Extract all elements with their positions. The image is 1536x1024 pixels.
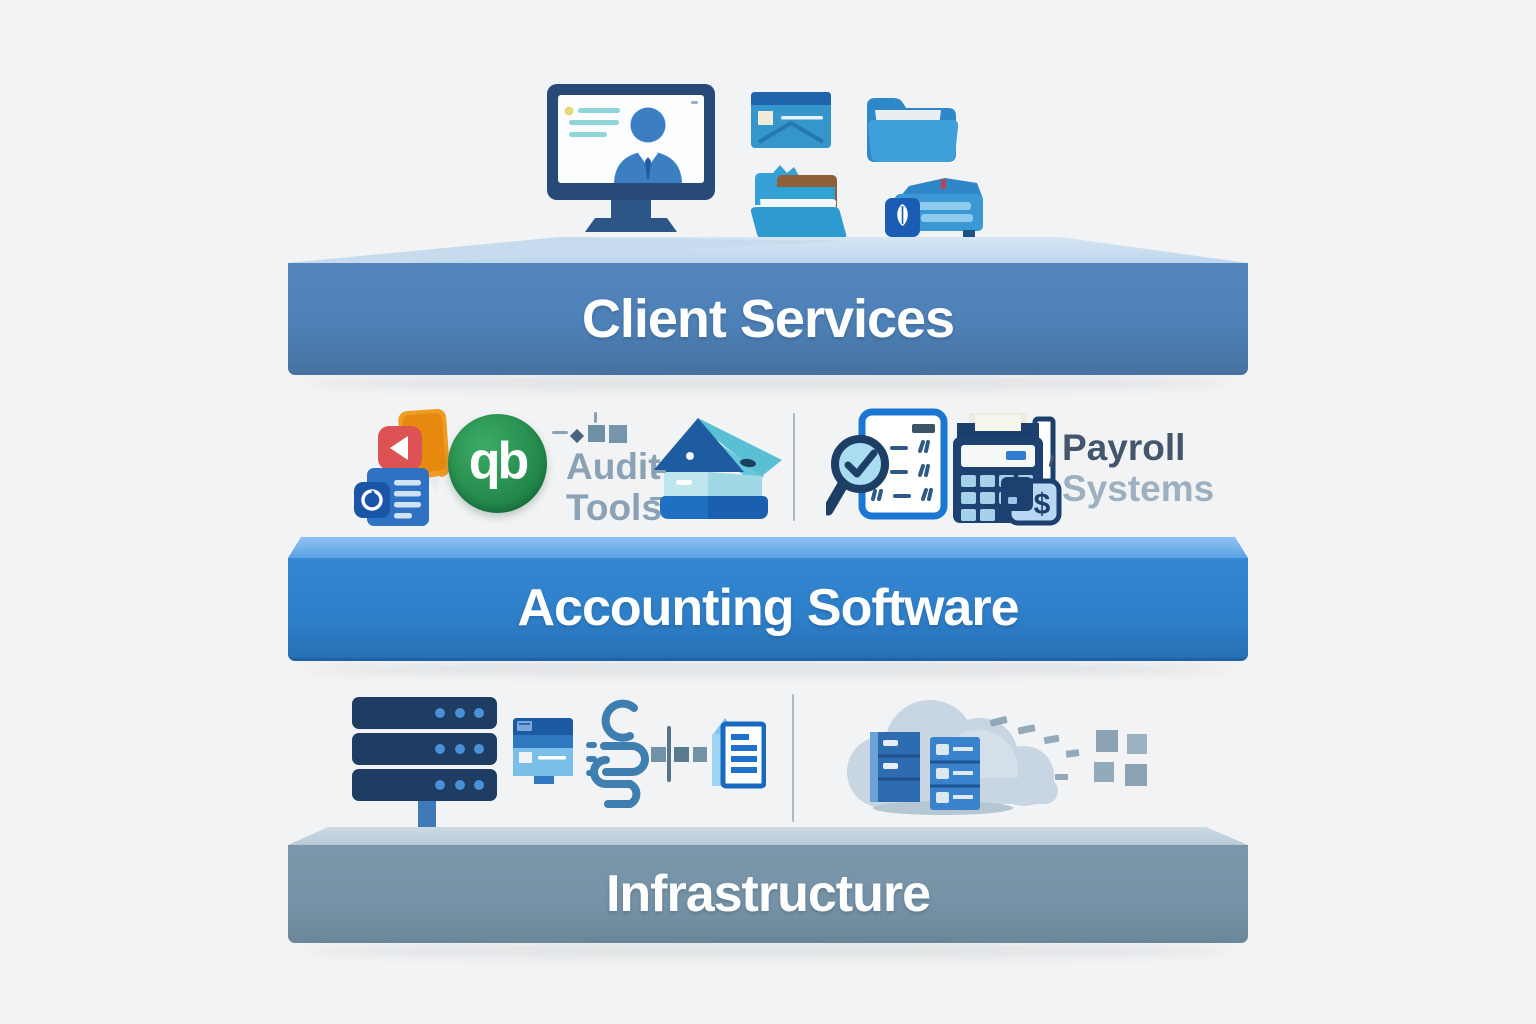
email-icon	[751, 92, 831, 148]
audit-tick-icon	[594, 412, 597, 423]
server-rack-icon	[352, 697, 497, 827]
folder-icon	[862, 90, 959, 162]
payroll-systems-line2: Systems	[1062, 468, 1215, 510]
data-blocks	[1094, 730, 1147, 786]
quickbooks-logo-text: qb	[468, 431, 530, 490]
paperclip-icon	[586, 698, 650, 808]
audit-dash-icon	[552, 431, 568, 434]
layer-bar-infrastructure: Infrastructure	[288, 845, 1248, 943]
client-services-bar-top	[288, 237, 1248, 263]
workstation-icon	[513, 718, 575, 786]
middle-divider	[793, 413, 795, 521]
infrastructure-bar-top	[288, 827, 1248, 845]
open-folder-icon	[747, 163, 848, 241]
svg-text:$: $	[1034, 488, 1051, 521]
payroll-calculator-icon: $	[945, 413, 1063, 527]
data-flow-dashes	[989, 716, 1080, 780]
audit-tools-line2: Tools	[566, 487, 662, 529]
quickbooks-icon: qb	[448, 414, 547, 513]
client-monitor-icon	[545, 84, 717, 232]
audit-block-icon	[609, 425, 627, 443]
payroll-systems-line1: Payroll	[1062, 427, 1186, 468]
audit-block-icon	[588, 425, 605, 442]
printer-icon	[885, 176, 995, 240]
layer-bar-accounting-software: Accounting Software	[288, 558, 1248, 661]
client-services-label: Client Services	[581, 289, 955, 349]
document-icon	[710, 714, 766, 792]
connector-icon	[651, 726, 709, 782]
cloud-servers-icon	[828, 690, 1150, 822]
infrastructure-label: Infrastructure	[605, 865, 931, 923]
payroll-systems-label: Payroll Systems	[1062, 427, 1214, 510]
infrastructure-bar-shadow	[306, 944, 1230, 958]
client-services-bar-shadow	[306, 376, 1230, 390]
app-suite-icon	[352, 402, 487, 528]
accounting-software-bar-shadow	[306, 662, 1230, 676]
audit-diamond-icon	[569, 428, 585, 444]
audit-tools-label: Audit Tools	[566, 446, 662, 529]
house-icon	[652, 416, 782, 522]
checklist-magnifier-icon	[826, 406, 952, 522]
layer-bar-client-services: Client Services	[288, 263, 1248, 375]
bottom-divider	[792, 694, 794, 822]
accounting-software-bar-top	[288, 537, 1248, 558]
audit-tools-line1: Audit	[566, 446, 661, 487]
accounting-software-label: Accounting Software	[517, 579, 1019, 637]
